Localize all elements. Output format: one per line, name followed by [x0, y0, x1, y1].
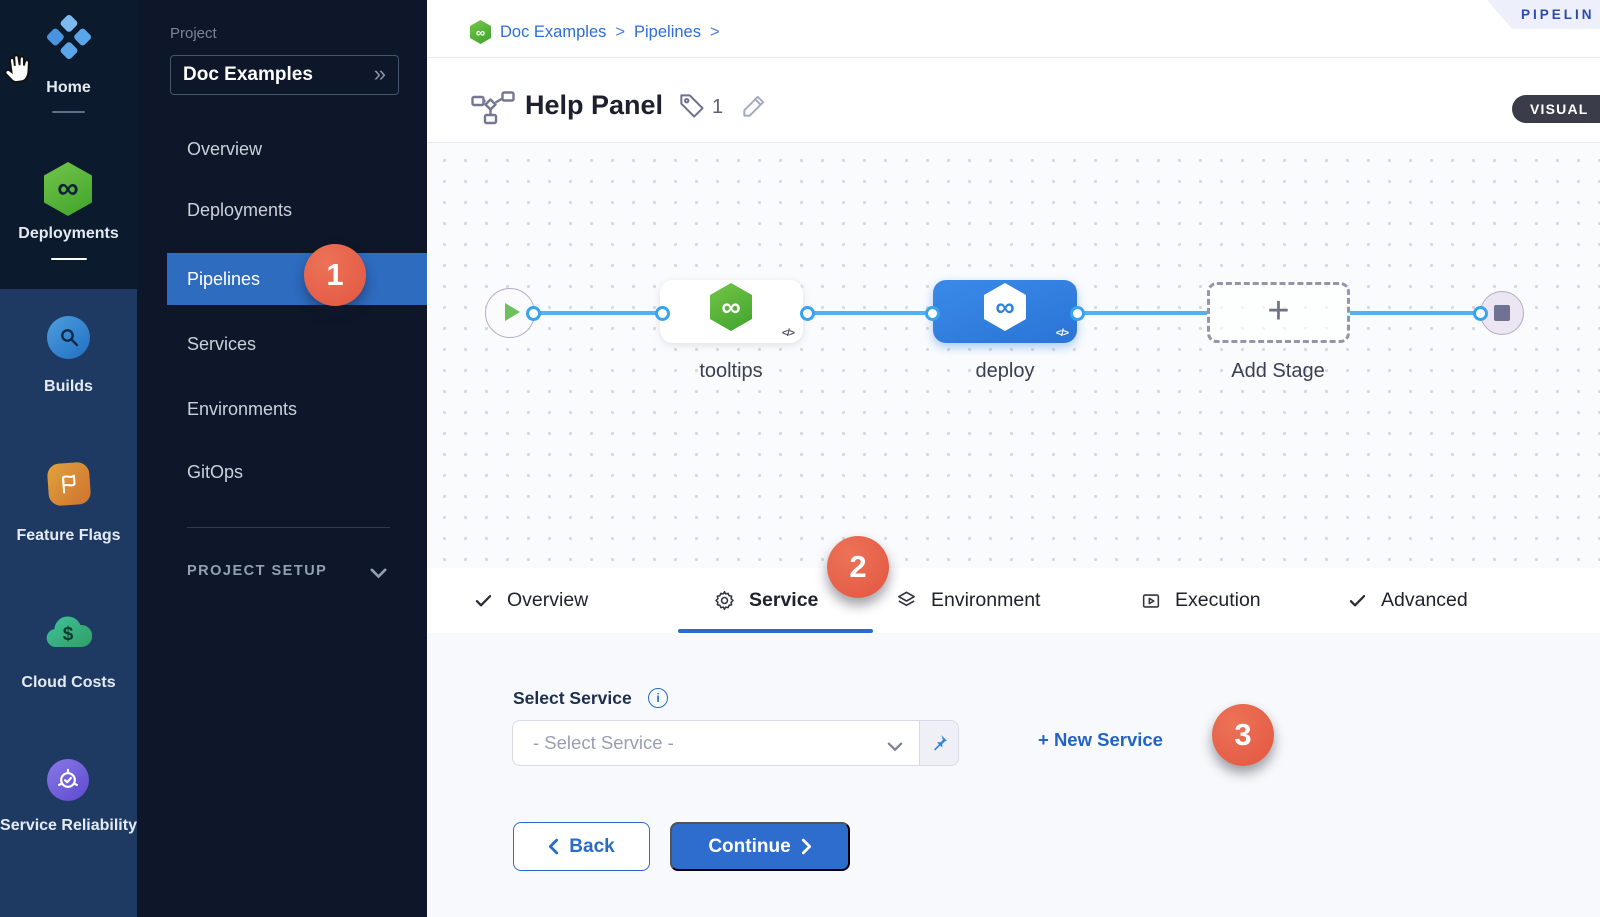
builds-icon[interactable] [47, 316, 90, 359]
stage-tab-bar: Overview Service Environment Execution [427, 568, 1600, 633]
deployments-icon[interactable]: ∞ [44, 162, 92, 216]
tag-count: 1 [712, 96, 724, 118]
page-title: Help Panel [525, 90, 664, 120]
harness-project-icon: ∞ [470, 20, 491, 44]
sidebar-item-home[interactable]: Home [46, 79, 91, 96]
harness-stage-icon: ∞ [710, 283, 752, 331]
execution-icon [1142, 593, 1160, 608]
project-section-label: Project [170, 25, 217, 42]
pipeline-canvas[interactable]: ∞ </> ∞ </> + tooltips [427, 143, 1600, 568]
pipeline-studio-badge: PIPELIN [1487, 0, 1600, 29]
check-icon [1349, 594, 1366, 607]
connector-point[interactable] [655, 306, 670, 321]
pin-icon [934, 735, 947, 751]
new-service-link[interactable]: + New Service [1038, 729, 1163, 750]
stage-node-tooltips[interactable]: ∞ </> [660, 280, 803, 343]
home-underline [52, 111, 85, 113]
sidebar-item-deployments[interactable]: Deployments [187, 200, 293, 220]
sidebar-divider [187, 527, 390, 528]
pipeline-flowchart-icon [470, 91, 516, 130]
hand-cursor [0, 48, 40, 94]
tab-execution[interactable]: Execution [1140, 568, 1261, 633]
add-stage-button[interactable]: + [1207, 282, 1350, 343]
tab-environment[interactable]: Environment [895, 568, 1040, 633]
home-icon[interactable] [46, 14, 92, 64]
gear-icon [715, 590, 734, 611]
sidebar-item-services[interactable]: Services [187, 334, 257, 354]
tag-icon[interactable] [678, 92, 707, 126]
title-divider [427, 142, 1600, 143]
project-name: Doc Examples [183, 64, 313, 85]
stage-node-deploy[interactable]: ∞ </> [933, 280, 1077, 343]
double-chevron-icon: » [373, 61, 386, 86]
plus-icon: + [1267, 289, 1290, 332]
chevron-down-icon [887, 739, 903, 757]
dropdown-placeholder: - Select Service - [533, 732, 674, 753]
service-select-dropdown[interactable]: - Select Service - [512, 720, 920, 766]
annotation-step-2: 2 [827, 536, 889, 598]
project-selector[interactable]: Doc Examples » [170, 55, 399, 95]
module-rail: Home ∞ Deployments Builds Feature Flags … [0, 0, 137, 917]
sidebar-item-environments[interactable]: Environments [187, 399, 298, 419]
chevron-right-icon [801, 838, 811, 855]
visual-toggle-button[interactable]: VISUAL [1512, 95, 1600, 123]
sidebar-item-pipelines[interactable]: Pipelines [167, 253, 427, 305]
tab-advanced[interactable]: Advanced [1347, 568, 1468, 633]
cloud-costs-icon[interactable]: $ [44, 613, 93, 656]
sidebar-item-gitops[interactable]: GitOps [187, 462, 244, 482]
sidebar-item-overview[interactable]: Overview [187, 139, 263, 159]
code-icon: </> [1055, 327, 1069, 339]
add-stage-label: Add Stage [1231, 360, 1325, 382]
project-setup-label[interactable]: PROJECT SETUP [187, 563, 328, 579]
play-icon [505, 303, 520, 321]
annotation-step-1: 1 [304, 244, 366, 306]
check-icon [475, 594, 492, 607]
connector-line [1077, 311, 1207, 315]
breadcrumb-separator: > [615, 22, 626, 41]
tab-service[interactable]: Service [713, 568, 818, 633]
service-reliability-icon[interactable] [47, 759, 89, 801]
main-content: ∞ Doc Examples > Pipelines > PIPELIN Hel… [427, 0, 1600, 917]
header-divider [427, 57, 1600, 58]
service-config-panel [427, 633, 1600, 917]
chevron-left-icon [549, 838, 559, 855]
sidebar-item-cloud-costs[interactable]: Cloud Costs [21, 674, 116, 691]
sidebar-item-builds[interactable]: Builds [44, 378, 93, 395]
stop-icon [1494, 305, 1510, 321]
harness-stage-icon: ∞ [984, 283, 1026, 331]
deployments-active-underline [51, 258, 87, 260]
svg-text:$: $ [63, 624, 74, 645]
connector-line [530, 311, 662, 315]
back-button[interactable]: Back [513, 822, 650, 871]
connector-point[interactable] [800, 306, 815, 321]
connector-point[interactable] [1070, 306, 1085, 321]
layers-icon [898, 591, 915, 607]
feature-flags-icon[interactable] [46, 461, 92, 507]
select-service-label: Select Service [513, 688, 632, 708]
connector-point[interactable] [925, 306, 940, 321]
continue-button[interactable]: Continue [670, 822, 850, 871]
breadcrumb-separator: > [709, 22, 720, 41]
code-icon: </> [781, 327, 795, 339]
connector-line [807, 311, 932, 315]
connector-line [1350, 311, 1480, 315]
stage-label-deploy: deploy [975, 360, 1035, 382]
connector-point[interactable] [1473, 306, 1488, 321]
connector-point[interactable] [526, 306, 541, 321]
annotation-step-3: 3 [1212, 704, 1274, 766]
chevron-down-icon[interactable] [370, 566, 387, 584]
breadcrumb-link-pipelines[interactable]: Pipelines [634, 22, 701, 41]
project-sidebar: Project Doc Examples » Overview Deployme… [137, 0, 427, 917]
pin-button[interactable] [919, 720, 959, 766]
sidebar-item-deployments[interactable]: Deployments [18, 225, 119, 242]
stage-label-tooltips: tooltips [699, 360, 763, 382]
breadcrumb: ∞ Doc Examples > Pipelines > [470, 17, 720, 47]
breadcrumb-link-project[interactable]: Doc Examples [500, 22, 607, 41]
sidebar-item-service-reliability[interactable]: Service Reliability [0, 817, 137, 834]
tab-overview[interactable]: Overview [473, 568, 588, 633]
edit-pencil-icon[interactable] [740, 92, 768, 125]
active-tab-underline [678, 629, 873, 633]
info-icon[interactable]: i [648, 688, 668, 708]
sidebar-item-feature-flags[interactable]: Feature Flags [16, 527, 121, 544]
